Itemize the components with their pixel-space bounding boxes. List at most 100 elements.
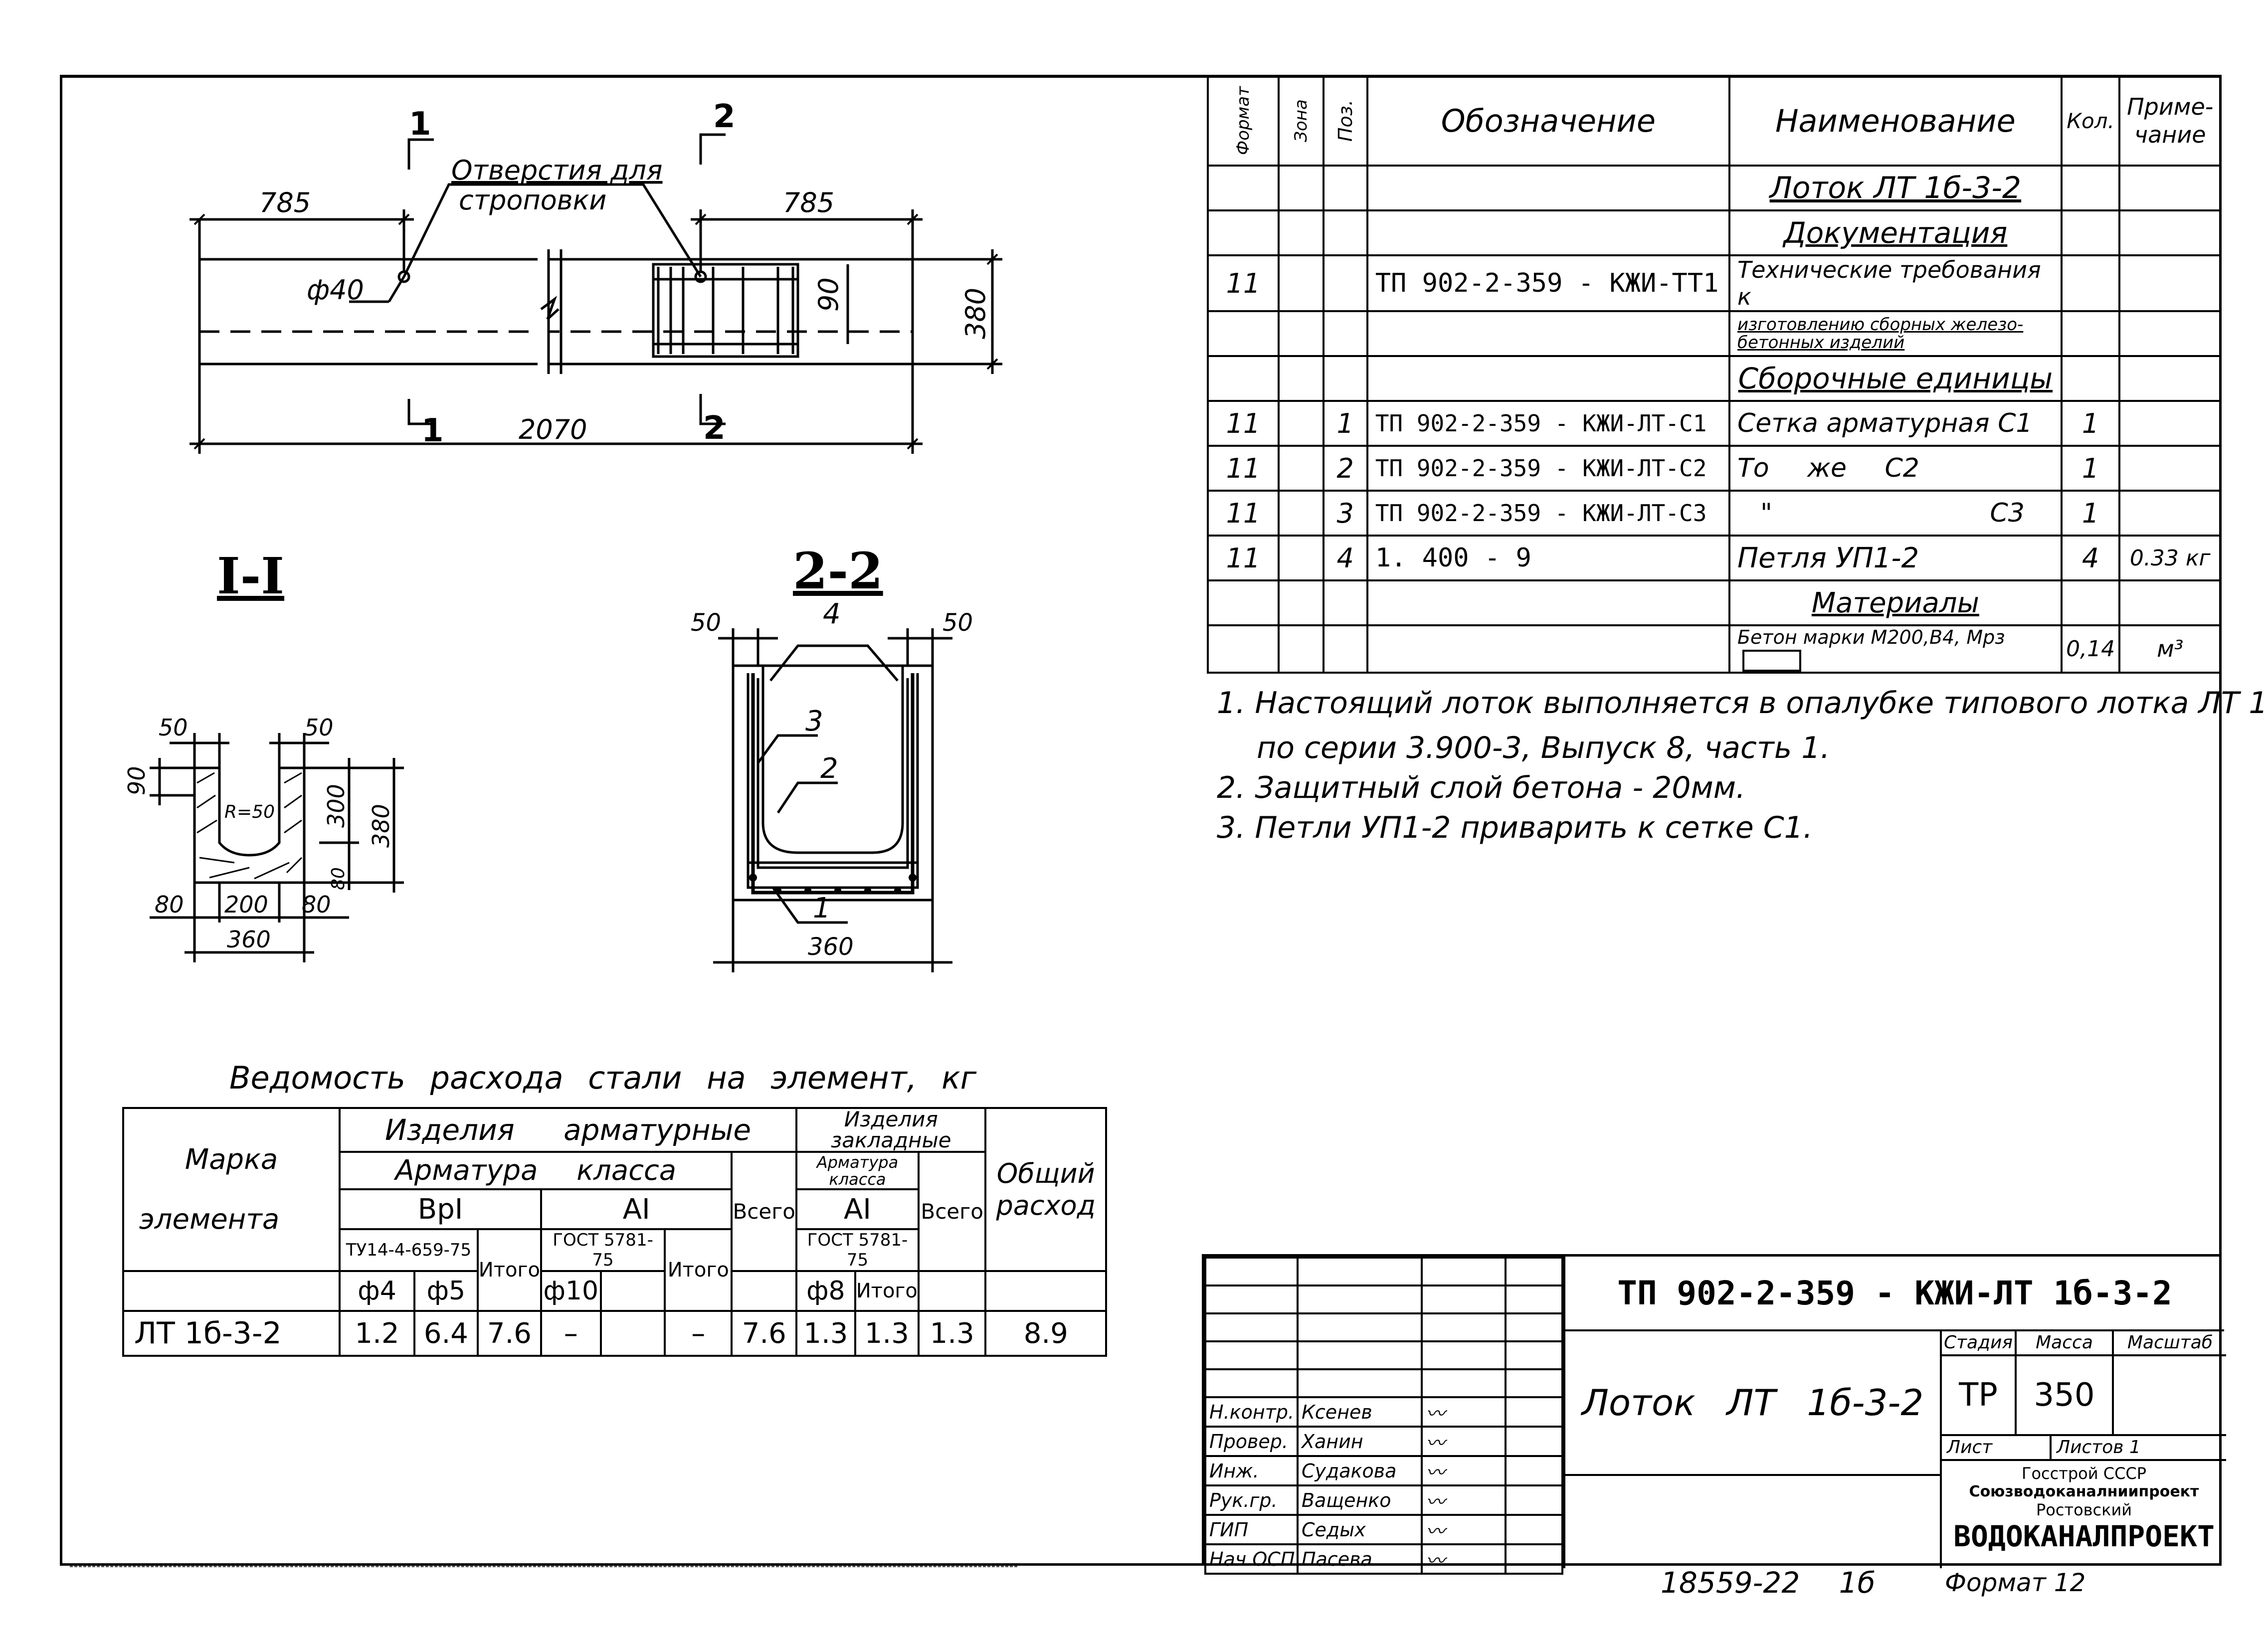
bottom-dashed-line [70,1566,1017,1567]
specification-table: Формат Зона Поз. Обозначение Наименовани… [1207,75,2222,674]
cut-1-bottom: 1 [421,412,444,449]
spec-header-name: Наименование [1728,75,2063,167]
plan-dim-90: 90 [813,277,844,312]
steel-general: Общий расход [984,1107,1107,1272]
sec1-dim-380: 380 [368,804,394,848]
steel-a1: АI [540,1188,733,1230]
stamp-person-row: Инж.Судакова〰 [1204,1455,1563,1486]
steel-row-vsego2: 1.3 [917,1310,987,1357]
stamp-person: Ханин [1296,1426,1423,1457]
sec1-dim-200: 200 [224,891,268,918]
title-block: Н.контр.Ксенев〰 Провер.Ханин〰 Инж.Судако… [1202,1254,2226,1575]
plan-hole-label-2: строповки [459,184,606,216]
steel-itogo-1: Итого [476,1228,542,1312]
stamp-org-3: Ростовский [2036,1500,2132,1519]
sec1-dim-50-left: 50 [159,714,188,741]
spec-row-note: 0.33 кг [2118,535,2222,581]
spec-row-qty: 1 [2060,445,2121,492]
steel-d4: ф4 [339,1270,415,1312]
section-2-2: 2-2 50 50 4 3 2 1 [691,542,973,972]
stamp-sheets: Листов 1 [2052,1436,2226,1461]
stamp-role: Инж. [1204,1455,1299,1486]
plan-dim-height: 380 [960,288,991,339]
spec-row-pos: 2 [1322,445,1368,492]
spec-row-format: 11 [1207,400,1280,447]
signature: 〰 [1421,1455,1507,1486]
spec-row-designation: ТП 902-2-359 - КЖИ-ЛТ-С1 [1366,400,1730,447]
spec-row-name: Документация [1728,209,2063,256]
steel-vsego-2: Всего [917,1151,987,1272]
note-1: 1. Настоящий лоток выполняется в опалубк… [1217,686,2268,721]
spec-row-qty: 1 [2060,490,2121,537]
blank-box [1742,649,1801,672]
steel-data-row: ЛТ 1б-3-2 1.2 6.4 7.6 – – 7.6 1.3 1.3 1.… [122,1310,1107,1357]
steel-d10: ф10 [540,1270,602,1312]
footer-number: 18559-22 1б [1661,1566,1876,1600]
stamp-stage-header: Стадия [1942,1331,2017,1356]
sec1-dim-80-right: 80 [302,891,331,918]
sec1-dim-80-left: 80 [155,891,184,918]
note-1-cont: по серии 3.900-3, Выпуск 8, часть 1. [1257,731,1830,765]
spec-row-name: Бетон марки М200,В4, Мрз [1728,624,2063,674]
steel-d5: ф5 [413,1270,479,1312]
steel-tu: ТУ14-4-659-75 [339,1228,479,1272]
stamp-person: Ващенко [1296,1484,1423,1516]
spec-row-format: 11 [1207,445,1280,492]
plan-hole-dia: ф40 [307,274,364,306]
sec2-dim-50-right: 50 [943,609,973,637]
signature: 〰 [1421,1426,1507,1457]
steel-vsego-1: Всего [731,1151,797,1272]
steel-row-total: 8.9 [984,1310,1107,1357]
spec-header-note: Приме-чание [2118,75,2222,167]
spec-row-pos: 1 [1322,400,1368,447]
stamp-person: Седых [1296,1514,1423,1545]
spec-row: 11 2 ТП 902-2-359 - КЖИ-ЛТ-С2 То же С2 1 [1207,445,2222,492]
stamp-code: ТП 902-2-359 - КЖИ-ЛТ 1б-3-2 [1563,1257,2224,1331]
spec-row-name: Лоток ЛТ 1б-3-2 [1728,165,2063,211]
spec-row: Лоток ЛТ 1б-3-2 [1207,165,2222,211]
stamp-organization: Госстрой СССР Союзводоканалниипроект Рос… [1942,1461,2226,1568]
plan-view: 785 785 Отверстия для строповки ф40 2070… [189,98,1002,454]
sec1-dim-300: 300 [323,784,350,828]
spec-row: Материалы [1207,579,2222,626]
spec-row-name: Технические требования к [1728,254,2063,312]
spec-row-note: м³ [2118,624,2222,674]
spec-row: 11 ТП 902-2-359 - КЖИ-ТТ1 Технические тр… [1207,254,2222,312]
steel-izd-zakl: Изделия закладные [795,1107,987,1153]
stamp-sheet: Лист [1942,1436,2052,1461]
stamp-person-row: Рук.гр.Ващенко〰 [1204,1484,1563,1516]
spec-row-pos: 3 [1322,490,1368,537]
steel-row-v8: 1.3 [795,1310,856,1357]
footer-format: Формат 12 [1945,1568,2086,1597]
note-2: 2. Защитный слой бетона - 20мм. [1217,770,1746,805]
spec-row-designation: 1. 400 - 9 [1366,535,1730,581]
spec-row-qty: 0,14 [2060,624,2121,674]
cut-1-top: 1 [409,106,431,143]
steel-row-mark: ЛТ 1б-3-2 [122,1310,341,1357]
spec-header-qty: Кол. [2060,75,2121,167]
sec2-pos-4: 4 [823,598,841,630]
stamp-org-4: ВОДОКАНАЛПРОЕКТ [1953,1519,2215,1553]
spec-row: Бетон марки М200,В4, Мрз 0,14 м³ [1207,624,2222,674]
steel-arm-class-short: Арматура класса [795,1151,920,1190]
spec-header-pos: Поз. [1322,75,1368,167]
spec-row: Сборочные единицы [1207,355,2222,402]
sec1-dim-360: 360 [227,926,271,953]
stamp-person-row: Провер.Ханин〰 [1204,1426,1563,1457]
steel-a1-z: АI [795,1188,920,1230]
spec-row: 11 3 ТП 902-2-359 - КЖИ-ЛТ-С3 " С3 1 [1207,490,2222,537]
sec1-radius: R=50 [224,802,275,822]
sec2-pos-3: 3 [805,705,823,737]
section-1-1: I-I 50 50 90 R=50 [123,547,404,962]
spec-row-name: Сборочные единицы [1728,355,2063,402]
spec-row-name: Сетка арматурная С1 [1728,400,2063,447]
cut-2-bottom: 2 [703,410,726,447]
spec-row-pos: 4 [1322,535,1368,581]
stamp-title: Лоток ЛТ 1б-3-2 [1563,1331,1940,1476]
sec2-pos-2: 2 [820,752,838,785]
spec-row-qty: 1 [2060,400,2121,447]
stamp-org-1: Госстрой СССР [2021,1464,2147,1483]
stamp-signatures: Н.контр.Ксенев〰 Провер.Ханин〰 Инж.Судако… [1204,1257,1563,1575]
